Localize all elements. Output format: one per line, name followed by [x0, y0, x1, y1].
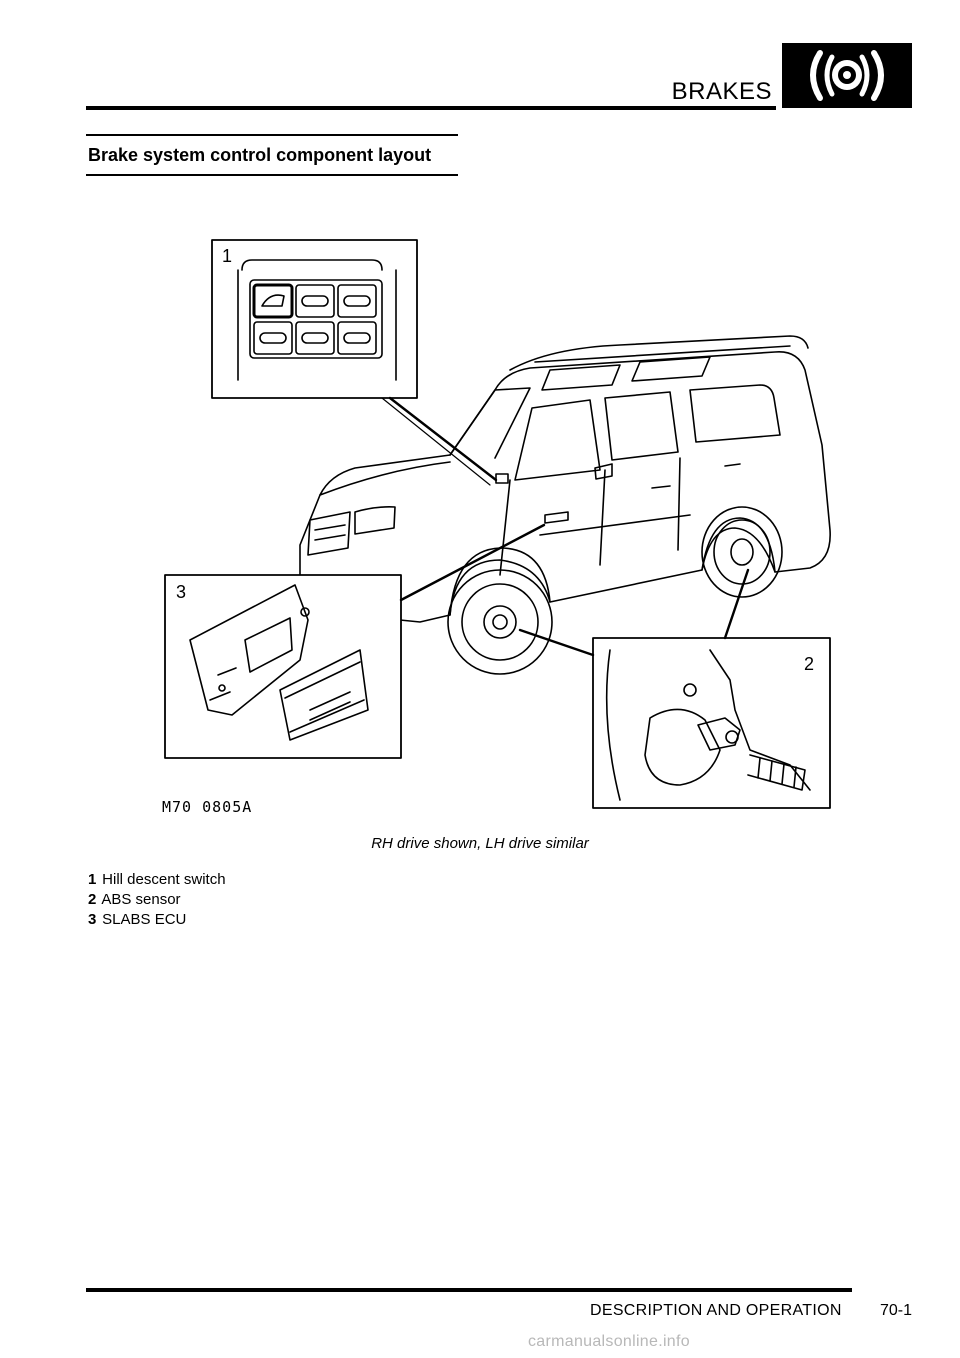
legend-item: 3 SLABS ECU: [88, 910, 226, 930]
watermark: carmanualsonline.info: [528, 1333, 690, 1350]
footer-section-name: DESCRIPTION AND OPERATION: [590, 1302, 842, 1319]
legend-label: SLABS ECU: [102, 911, 187, 928]
header-rule: [86, 106, 776, 110]
page-number: 70-1: [880, 1302, 913, 1319]
legend-label: ABS sensor: [101, 891, 181, 908]
legend-number: 3: [88, 911, 97, 928]
section-rule-bottom: [86, 174, 458, 176]
legend-number: 1: [88, 871, 97, 888]
rear-wheel: [701, 506, 783, 598]
rear-quarter-window: [689, 384, 781, 443]
component-layout-figure: 1 2 3: [150, 230, 840, 830]
legend-item: 2 ABS sensor: [88, 890, 226, 910]
vehicle-illustration: 1 2 3: [164, 239, 831, 809]
component-legend: 1 Hill descent switch 2 ABS sensor 3 SLA…: [88, 870, 226, 930]
callout-1-label: 1: [222, 246, 232, 266]
section-rule-top: [86, 134, 458, 136]
rear-door-window: [604, 391, 679, 461]
callout-1-box: [211, 239, 418, 399]
callout-2-label: 2: [804, 654, 814, 674]
chapter-title: BRAKES: [671, 78, 772, 105]
chapter-badge: [782, 43, 912, 108]
hill-descent-switch: [252, 283, 294, 319]
figure-code: M70 0805A: [162, 798, 253, 816]
front-wheel: [447, 569, 553, 675]
footer-rule: [86, 1288, 852, 1292]
callout-3-label: 3: [176, 582, 186, 602]
callout-2-box: [592, 637, 831, 809]
callout-3-box: [164, 574, 402, 759]
front-door-window: [514, 399, 601, 481]
legend-item: 1 Hill descent switch: [88, 870, 226, 890]
brake-disc-icon: [810, 50, 884, 101]
legend-number: 2: [88, 891, 97, 908]
section-title: Brake system control component layout: [88, 145, 432, 165]
figure-caption: RH drive shown, LH drive similar: [371, 835, 589, 852]
legend-label: Hill descent switch: [102, 871, 226, 888]
